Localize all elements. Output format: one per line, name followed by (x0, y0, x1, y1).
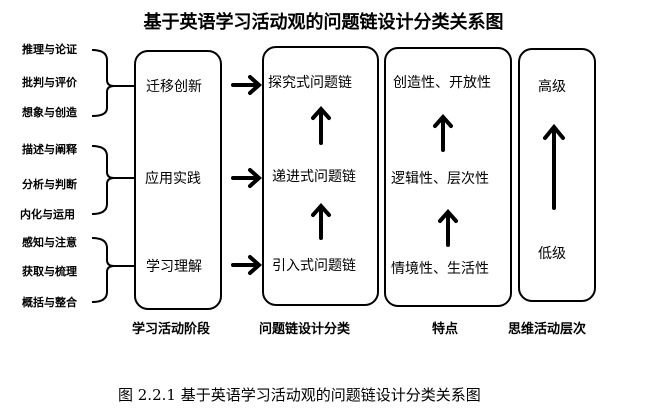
column-label-feature: 特点 (432, 322, 459, 337)
arrow-up-chain-1 (311, 105, 331, 145)
chain-box (262, 46, 379, 306)
brace-mid (91, 145, 135, 215)
feature-label: 创造性、开放性 (393, 75, 491, 91)
activity-label: 描述与阐释 (22, 143, 77, 156)
stage-label: 学习理解 (146, 259, 202, 275)
arrow-right-3 (231, 255, 263, 275)
stage-label: 迁移创新 (146, 79, 202, 95)
activity-label: 获取与梳理 (22, 265, 77, 278)
activity-label: 内化与运用 (20, 208, 75, 221)
chain-label: 引入式问题链 (272, 258, 356, 274)
arrow-right-2 (231, 168, 263, 188)
column-label-chain: 问题链设计分类 (259, 322, 351, 337)
arrow-right-1 (231, 75, 263, 95)
column-label-stage: 学习活动阶段 (132, 322, 211, 337)
activity-label: 感知与注意 (22, 236, 77, 249)
activity-label: 推理与论证 (22, 43, 77, 56)
arrow-up-level (543, 123, 565, 210)
column-label-level: 思维活动层次 (508, 322, 587, 337)
activity-label: 分析与判断 (22, 178, 77, 191)
diagram-title: 基于英语学习活动观的问题链设计分类关系图 (143, 12, 504, 33)
arrow-up-feature-1 (433, 113, 453, 152)
activity-label: 批判与评价 (22, 76, 77, 89)
stage-label: 应用实践 (145, 171, 201, 187)
level-high: 高级 (538, 79, 566, 95)
chain-label: 探究式问题链 (268, 75, 352, 91)
feature-label: 逻辑性、层次性 (391, 171, 489, 187)
arrow-up-chain-2 (311, 202, 331, 240)
figure-caption: 图 2.2.1 基于英语学习活动观的问题链设计分类关系图 (118, 386, 481, 404)
feature-label: 情境性、生活性 (391, 261, 489, 277)
activity-label: 想象与创造 (22, 106, 77, 119)
arrow-up-feature-2 (438, 208, 458, 247)
level-box (518, 48, 596, 302)
chain-label: 递进式问题链 (272, 169, 356, 185)
level-low: 低级 (538, 246, 566, 262)
brace-top (91, 49, 135, 117)
activity-label: 概括与整合 (22, 296, 77, 309)
brace-bottom (91, 237, 135, 303)
feature-box (384, 47, 512, 307)
stage-box (134, 50, 222, 310)
